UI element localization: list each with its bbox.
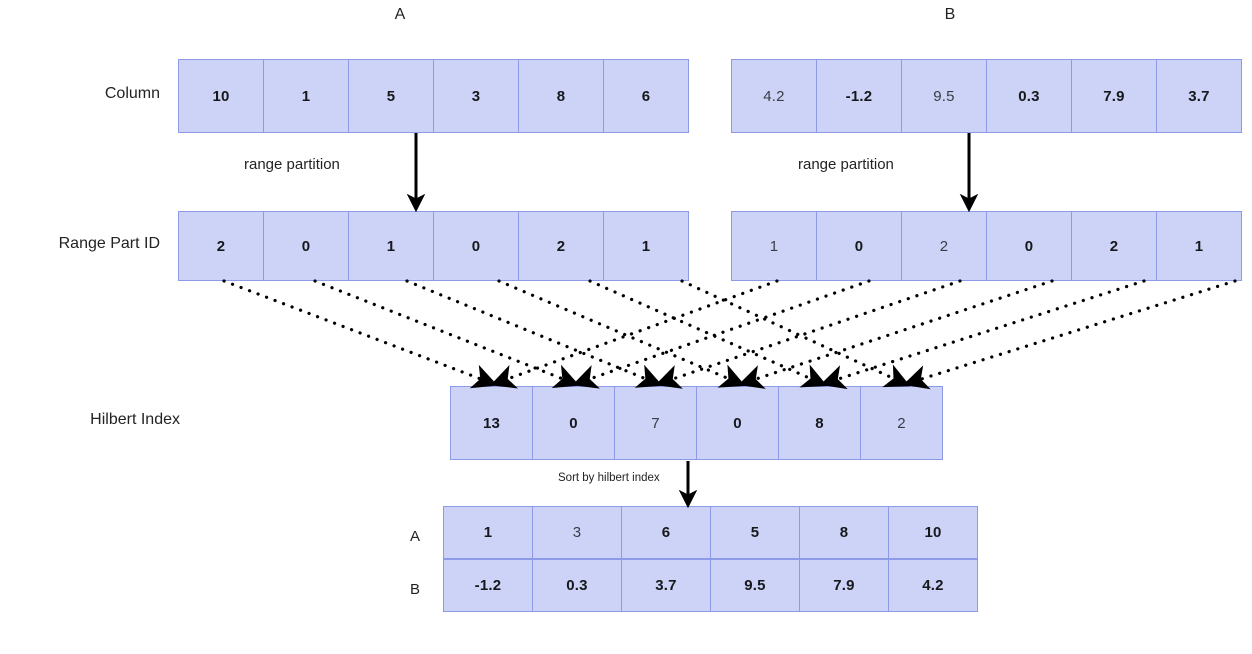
- cell-range-part-id-a-3: 0: [433, 211, 519, 281]
- cell-range-part-id-a-0: 2: [178, 211, 264, 281]
- cell-column-b-2: 9.5: [901, 59, 987, 133]
- column-header-b: B: [944, 6, 956, 23]
- edge-label-range-partition-left: range partition: [244, 156, 340, 173]
- cell-hilbert-index-1: 0: [532, 386, 615, 460]
- cell-result-b-4: 7.9: [799, 559, 889, 612]
- cell-result-a-4: 8: [799, 506, 889, 559]
- cell-range-part-id-b-0: 1: [731, 211, 817, 281]
- cell-hilbert-index-2: 7: [614, 386, 697, 460]
- cell-result-b-1: 0.3: [532, 559, 622, 612]
- cell-range-part-id-a-2: 1: [348, 211, 434, 281]
- cell-result-b-0: -1.2: [443, 559, 533, 612]
- cell-column-a-2: 5: [348, 59, 434, 133]
- cell-hilbert-index-4: 8: [778, 386, 861, 460]
- cell-hilbert-index-3: 0: [696, 386, 779, 460]
- cell-range-part-id-a-5: 1: [603, 211, 689, 281]
- cell-column-a-4: 8: [518, 59, 604, 133]
- result-row-label-a: A: [409, 528, 420, 545]
- cell-column-b-0: 4.2: [731, 59, 817, 133]
- cell-result-b-5: 4.2: [888, 559, 978, 612]
- cell-range-part-id-b-1: 0: [816, 211, 902, 281]
- cell-column-b-3: 0.3: [986, 59, 1072, 133]
- dotted-connectors-right: [490, 279, 1237, 390]
- row-label-column: Column: [104, 85, 160, 102]
- cell-range-part-id-a-1: 0: [263, 211, 349, 281]
- column-header-a: A: [394, 6, 406, 23]
- cell-result-a-2: 6: [621, 506, 711, 559]
- cell-result-b-2: 3.7: [621, 559, 711, 612]
- cell-range-part-id-a-4: 2: [518, 211, 604, 281]
- result-row-label-b: B: [409, 581, 420, 598]
- cell-column-a-5: 6: [603, 59, 689, 133]
- row-label-hilbert-index: Hilbert Index: [90, 411, 180, 428]
- cell-result-a-5: 10: [888, 506, 978, 559]
- cell-column-a-0: 10: [178, 59, 264, 133]
- cell-result-a-3: 5: [710, 506, 800, 559]
- cell-result-a-1: 3: [532, 506, 622, 559]
- cell-column-b-5: 3.7: [1156, 59, 1242, 133]
- cell-column-b-1: -1.2: [816, 59, 902, 133]
- edge-label-range-partition-right: range partition: [798, 156, 894, 173]
- cell-result-a-0: 1: [443, 506, 533, 559]
- cell-column-a-1: 1: [263, 59, 349, 133]
- edge-label-sort-by-hilbert: Sort by hilbert index: [558, 472, 660, 484]
- cell-range-part-id-b-2: 2: [901, 211, 987, 281]
- cell-column-b-4: 7.9: [1071, 59, 1157, 133]
- cell-hilbert-index-5: 2: [860, 386, 943, 460]
- cell-column-a-3: 3: [433, 59, 519, 133]
- dotted-connectors-left: [222, 279, 911, 389]
- row-label-range-part-id: Range Part ID: [58, 235, 160, 252]
- cell-result-b-3: 9.5: [710, 559, 800, 612]
- cell-range-part-id-b-3: 0: [986, 211, 1072, 281]
- cell-range-part-id-b-5: 1: [1156, 211, 1242, 281]
- cell-range-part-id-b-4: 2: [1071, 211, 1157, 281]
- cell-hilbert-index-0: 13: [450, 386, 533, 460]
